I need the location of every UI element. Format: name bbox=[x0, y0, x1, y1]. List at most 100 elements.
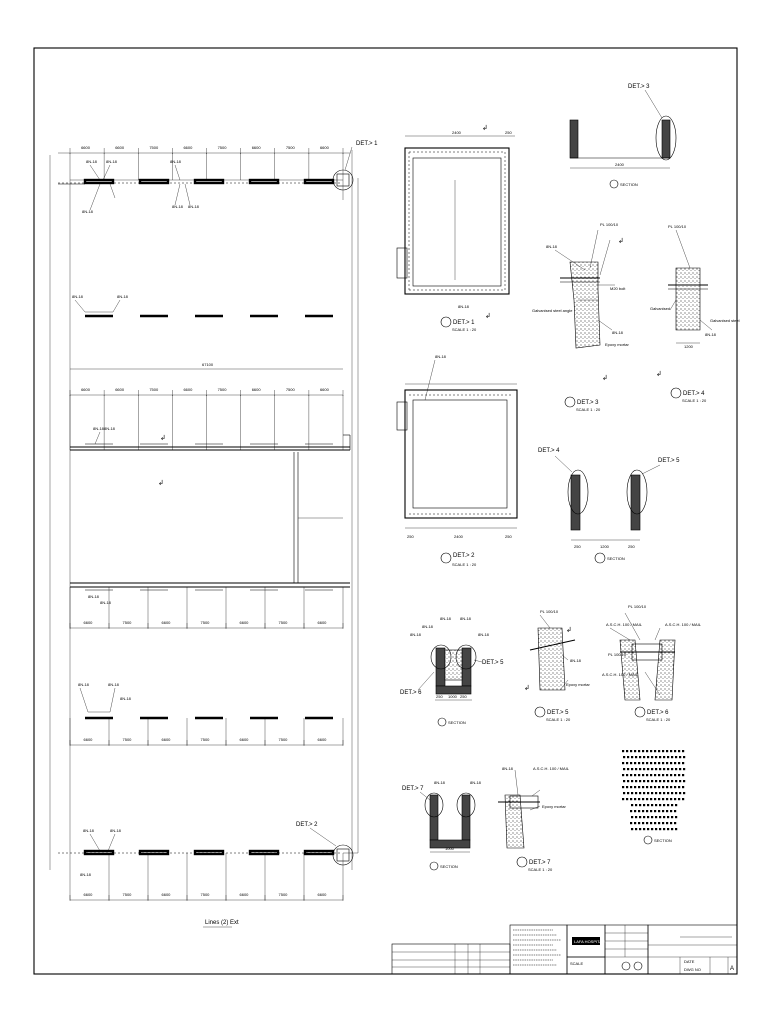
svg-text:PL 100/10: PL 100/10 bbox=[608, 652, 627, 657]
schedule-mark bbox=[634, 750, 637, 753]
schedule-mark bbox=[683, 768, 686, 771]
svg-text:8N-18: 8N-18 bbox=[435, 354, 447, 359]
schedule-mark bbox=[627, 792, 630, 795]
svg-text:DET.> 5: DET.> 5 bbox=[482, 660, 504, 666]
svg-text:↲: ↲ bbox=[160, 434, 166, 442]
svg-text:8N-18: 8N-18 bbox=[570, 658, 582, 663]
schedule-mark bbox=[650, 786, 653, 789]
schedule-mark bbox=[647, 780, 650, 783]
plan-caption: Lines (2) Ext bbox=[205, 920, 239, 926]
svg-text:8N-18: 8N-18 bbox=[110, 828, 122, 833]
svg-text:Epoxy mortar: Epoxy mortar bbox=[605, 342, 629, 347]
svg-text:Galvanised: Galvanised bbox=[650, 306, 670, 311]
svg-text:8N-18: 8N-18 bbox=[458, 304, 470, 309]
svg-text:250: 250 bbox=[407, 534, 414, 539]
dimension-label: 6600 bbox=[183, 145, 193, 150]
dimension-label: 7500 bbox=[279, 892, 289, 897]
schedule-mark bbox=[635, 780, 638, 783]
schedule-mark bbox=[659, 828, 662, 831]
dimension-label: 6600 bbox=[84, 620, 94, 625]
schedule-mark bbox=[646, 810, 649, 813]
schedule-mark bbox=[642, 762, 645, 765]
dimension-label: 6600 bbox=[162, 892, 172, 897]
schedule-mark bbox=[634, 810, 637, 813]
svg-text:DET.> 5: DET.> 5 bbox=[658, 458, 680, 464]
svg-text:8N-18: 8N-18 bbox=[108, 682, 120, 687]
svg-text:SCALE 1 : 20: SCALE 1 : 20 bbox=[682, 398, 707, 403]
schedule-mark bbox=[670, 810, 673, 813]
svg-text:8N-18: 8N-18 bbox=[502, 766, 514, 771]
schedule-mark bbox=[674, 798, 677, 801]
schedule-mark bbox=[667, 816, 670, 819]
schedule-mark bbox=[639, 780, 642, 783]
schedule-mark bbox=[654, 774, 657, 777]
schedule-mark bbox=[667, 804, 670, 807]
schedule-mark bbox=[650, 774, 653, 777]
svg-text:PL 100/10: PL 100/10 bbox=[540, 609, 559, 614]
dimension-label: 7500 bbox=[286, 145, 296, 150]
svg-text:SCALE 1 : 20: SCALE 1 : 20 bbox=[646, 717, 671, 722]
schedule-mark bbox=[651, 804, 654, 807]
svg-text:↲: ↲ bbox=[656, 370, 662, 378]
svg-text:DET.> 2: DET.> 2 bbox=[296, 822, 318, 828]
schedule-mark bbox=[663, 756, 666, 759]
schedule-mark bbox=[670, 822, 673, 825]
svg-text:DATE: DATE bbox=[684, 959, 695, 964]
svg-text:2400: 2400 bbox=[452, 130, 462, 135]
schedule-mark bbox=[654, 822, 657, 825]
schedule-mark bbox=[659, 756, 662, 759]
schedule-mark bbox=[643, 756, 646, 759]
dimension-label: 6600 bbox=[240, 737, 250, 742]
schedule-mark bbox=[659, 780, 662, 783]
schedule-mark bbox=[682, 774, 685, 777]
schedule-mark bbox=[634, 798, 637, 801]
schedule-mark bbox=[639, 768, 642, 771]
svg-text:8N-18: 8N-18 bbox=[82, 209, 94, 214]
detail-enlarged-5: PL 100/10 8N-18 Epoxy mortar ↲ ↲ DET.> 5… bbox=[524, 609, 590, 722]
schedule-mark bbox=[675, 792, 678, 795]
schedule-mark bbox=[655, 756, 658, 759]
schedule-mark bbox=[667, 780, 670, 783]
svg-text:Epoxy mortar: Epoxy mortar bbox=[542, 804, 566, 809]
schedule-mark bbox=[671, 780, 674, 783]
svg-text:1000: 1000 bbox=[445, 846, 455, 851]
schedule-mark bbox=[642, 750, 645, 753]
schedule-mark bbox=[626, 786, 629, 789]
schedule-mark bbox=[658, 822, 661, 825]
schedule-mark bbox=[639, 828, 642, 831]
schedule-mark bbox=[662, 762, 665, 765]
svg-text:DET.> 2: DET.> 2 bbox=[453, 553, 475, 559]
svg-text:↲: ↲ bbox=[524, 684, 530, 692]
schedule-mark bbox=[623, 792, 626, 795]
detail-enlarged-7: 8N-18 A.S.C.H. 100 / MAIL Epoxy mortar D… bbox=[498, 766, 570, 872]
svg-text:↲: ↲ bbox=[602, 374, 608, 382]
schedule-mark bbox=[623, 768, 626, 771]
dimension-label: 6600 bbox=[162, 737, 172, 742]
schedule-mark bbox=[655, 828, 658, 831]
dimension-label: 6600 bbox=[318, 892, 328, 897]
schedule-mark bbox=[666, 774, 669, 777]
schedule-mark bbox=[682, 762, 685, 765]
schedule-mark bbox=[626, 774, 629, 777]
schedule-mark bbox=[638, 762, 641, 765]
schedule-mark bbox=[670, 798, 673, 801]
svg-text:SCALE: SCALE bbox=[570, 961, 583, 966]
schedule-mark bbox=[627, 756, 630, 759]
dimension-label: 6600 bbox=[252, 145, 262, 150]
svg-text:DET.> 6: DET.> 6 bbox=[400, 690, 422, 696]
schedule-mark bbox=[635, 816, 638, 819]
svg-text:SECTION: SECTION bbox=[440, 864, 458, 869]
schedule-mark bbox=[635, 792, 638, 795]
dimension-label: 7500 bbox=[201, 620, 211, 625]
schedule-mark bbox=[646, 798, 649, 801]
dimension-label: 7500 bbox=[149, 145, 159, 150]
svg-text:8N-18: 8N-18 bbox=[80, 872, 92, 877]
schedule-mark bbox=[655, 804, 658, 807]
dimension-label: 6600 bbox=[240, 892, 250, 897]
schedule-mark bbox=[635, 828, 638, 831]
sheet-border bbox=[33, 47, 738, 975]
svg-text:8N-18: 8N-18 bbox=[478, 632, 490, 637]
schedule-mark bbox=[639, 756, 642, 759]
schedule-mark bbox=[663, 804, 666, 807]
schedule-mark bbox=[667, 768, 670, 771]
